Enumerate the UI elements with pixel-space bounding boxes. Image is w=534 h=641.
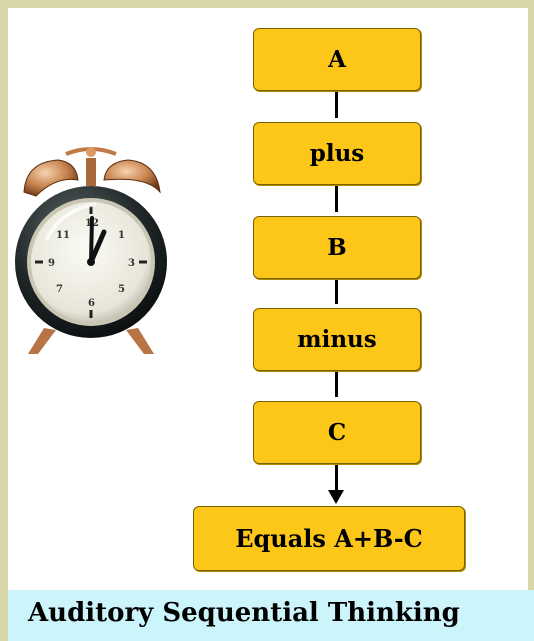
- svg-text:1: 1: [118, 230, 125, 241]
- arrowhead-icon: [328, 490, 344, 504]
- caption-bar: Auditory Sequential Thinking: [8, 590, 534, 641]
- step-label: minus: [297, 326, 377, 353]
- svg-text:3: 3: [128, 258, 135, 269]
- result-label: Equals A+B-C: [235, 524, 423, 553]
- step-label: A: [328, 46, 346, 73]
- alarm-clock-icon: 12 1 3 6 9 5 7 11: [15, 147, 167, 354]
- step-node-minus: minus: [253, 308, 421, 371]
- svg-text:11: 11: [56, 230, 70, 241]
- step-node-c: C: [253, 401, 421, 464]
- result-node: Equals A+B-C: [193, 506, 465, 571]
- caption-title: Auditory Sequential Thinking: [28, 598, 460, 628]
- connector-line: [335, 91, 338, 118]
- svg-text:5: 5: [118, 284, 125, 295]
- step-label: C: [327, 419, 347, 446]
- step-node-b: B: [253, 216, 421, 279]
- connector-line: [335, 371, 338, 397]
- step-label: plus: [309, 140, 365, 167]
- connector-line: [335, 279, 338, 304]
- svg-text:7: 7: [56, 284, 63, 295]
- connector-line: [335, 185, 338, 212]
- svg-text:9: 9: [48, 258, 55, 269]
- svg-text:6: 6: [88, 298, 95, 309]
- connector-arrow-line: [335, 464, 338, 491]
- step-node-a: A: [253, 28, 421, 91]
- step-node-plus: plus: [253, 122, 421, 185]
- step-label: B: [327, 234, 347, 261]
